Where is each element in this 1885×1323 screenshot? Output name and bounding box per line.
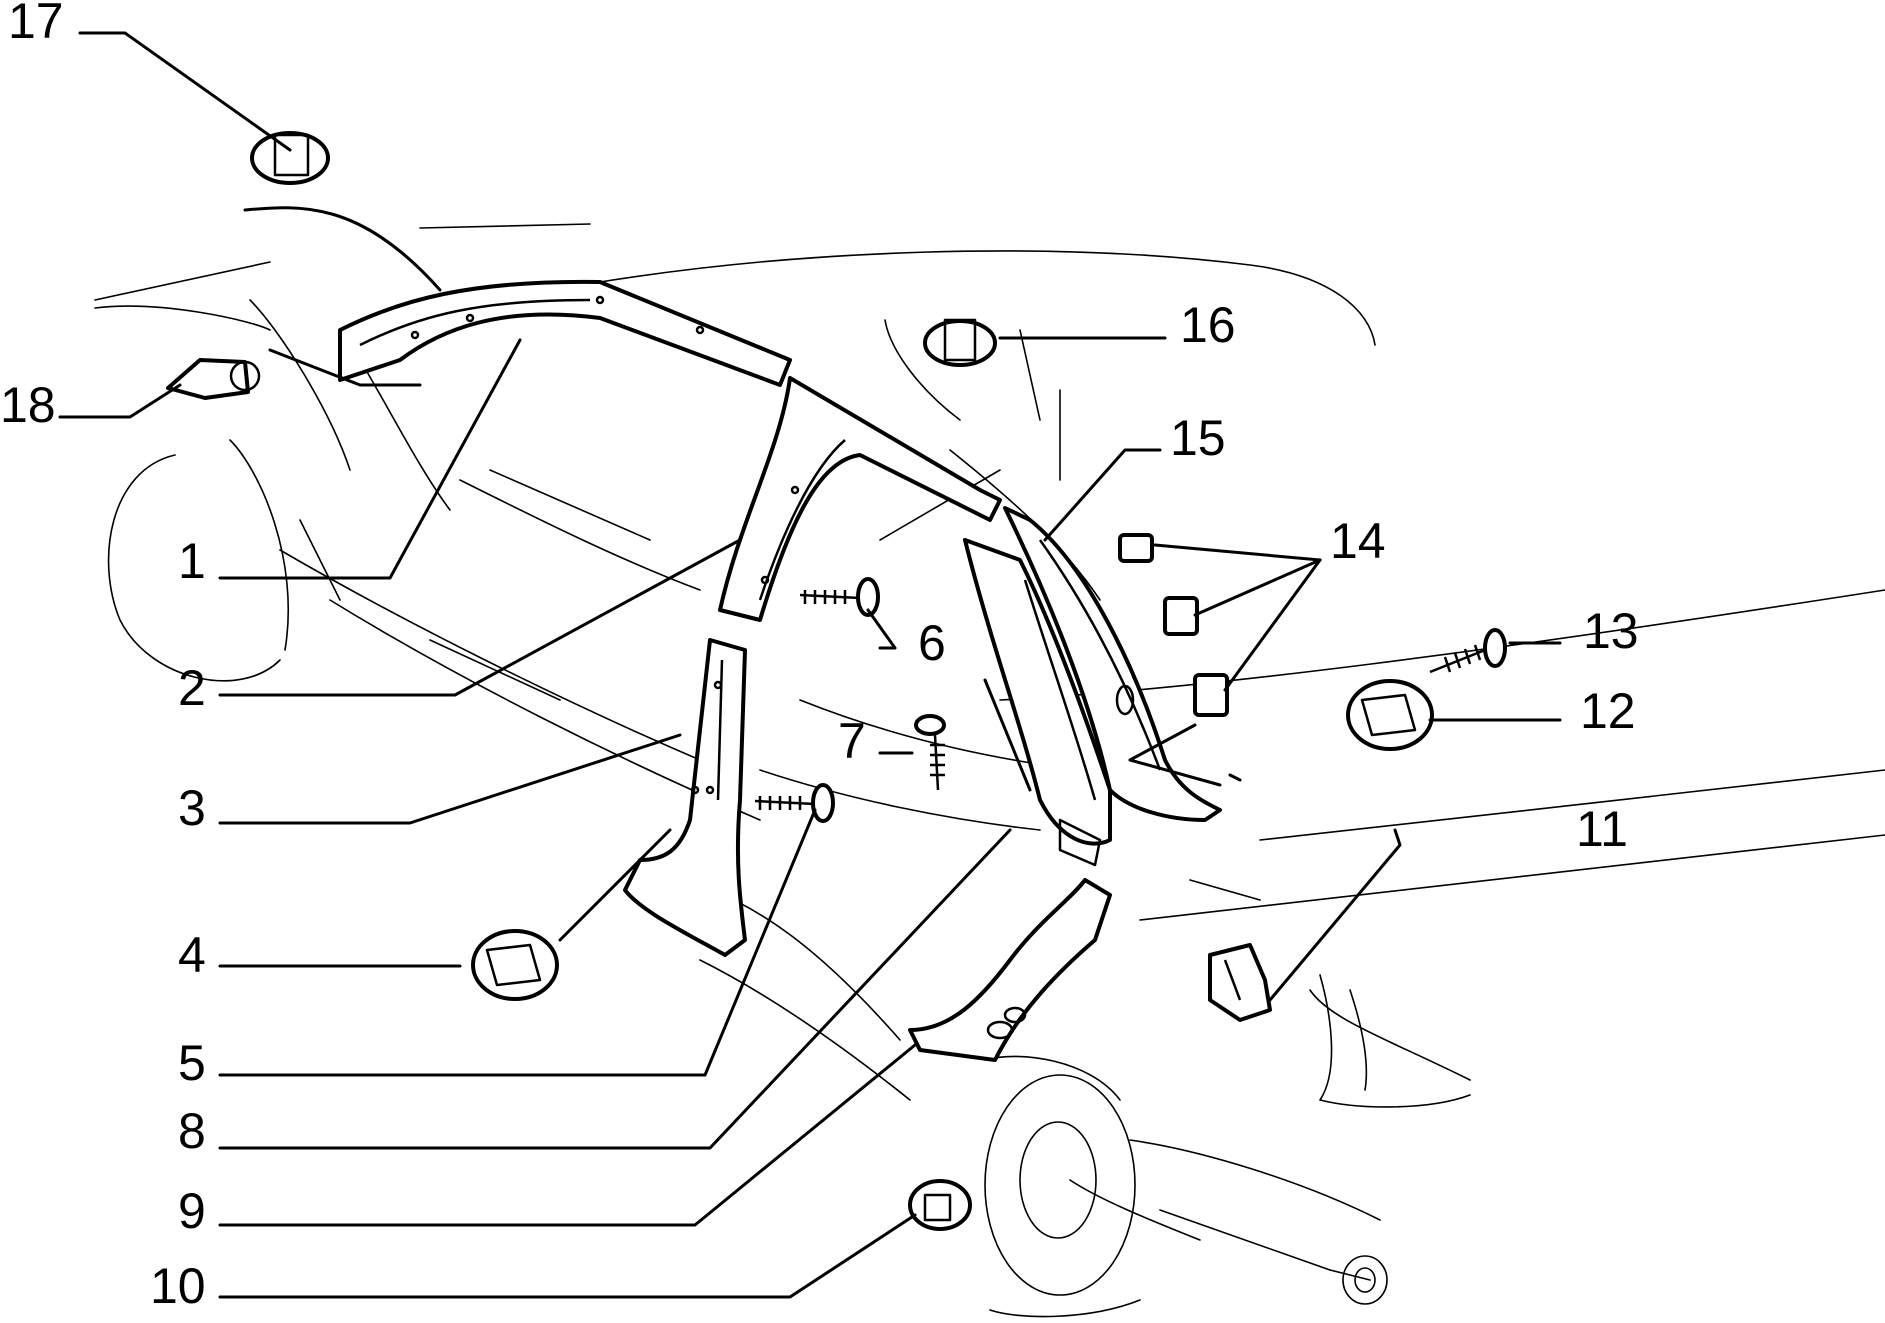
callout-18: 18: [0, 377, 56, 433]
trim-part-8-c-pillar-inner: [963, 538, 1112, 867]
callout-17: 17: [8, 0, 64, 49]
clip-part-14: [1118, 533, 1229, 717]
grommet-part-12: [1346, 679, 1434, 751]
trim-part-2-b-pillar-upper: [718, 376, 1002, 622]
grommet-part-4: [471, 929, 559, 1001]
clip-part-17: [250, 131, 330, 185]
trim-part-15-c-pillar-outer: [1003, 506, 1222, 822]
screw-part-7: [914, 714, 946, 791]
clip-part-11: [1208, 943, 1272, 1022]
callout-labels: 17 18 1 2 3 4 5 8 9 10 6 7 11 12 13 14 1…: [0, 0, 1639, 1314]
callout-5: 5: [178, 1035, 206, 1091]
callout-4: 4: [178, 927, 206, 983]
screw-part-6: [799, 577, 880, 617]
callout-6: 6: [918, 615, 946, 671]
callout-8: 8: [178, 1103, 206, 1159]
callout-1: 1: [178, 533, 206, 589]
callout-13: 13: [1583, 603, 1639, 659]
screw-part-13: [1429, 628, 1507, 674]
callout-11: 11: [1576, 801, 1628, 857]
trim-part-1-roof-rail: [338, 279, 792, 387]
screw-part-5: [754, 783, 835, 823]
callout-9: 9: [178, 1183, 206, 1239]
callout-7: 7: [838, 713, 866, 769]
callout-14: 14: [1330, 513, 1386, 569]
trim-part-3-b-pillar-lower: [623, 638, 747, 957]
car-body-outline: [94, 223, 1885, 1318]
callout-12: 12: [1580, 683, 1636, 739]
callout-2: 2: [178, 660, 206, 716]
clip-part-16: [923, 318, 997, 367]
callout-3: 3: [178, 780, 206, 836]
callout-10: 10: [150, 1258, 206, 1314]
callout-15: 15: [1170, 410, 1226, 466]
leader-lines: [58, 31, 1562, 1299]
trim-part-9-wheel-arch: [908, 878, 1112, 1062]
callout-16: 16: [1180, 297, 1236, 353]
clip-part-18: [166, 358, 261, 400]
clip-part-10: [908, 1179, 972, 1231]
